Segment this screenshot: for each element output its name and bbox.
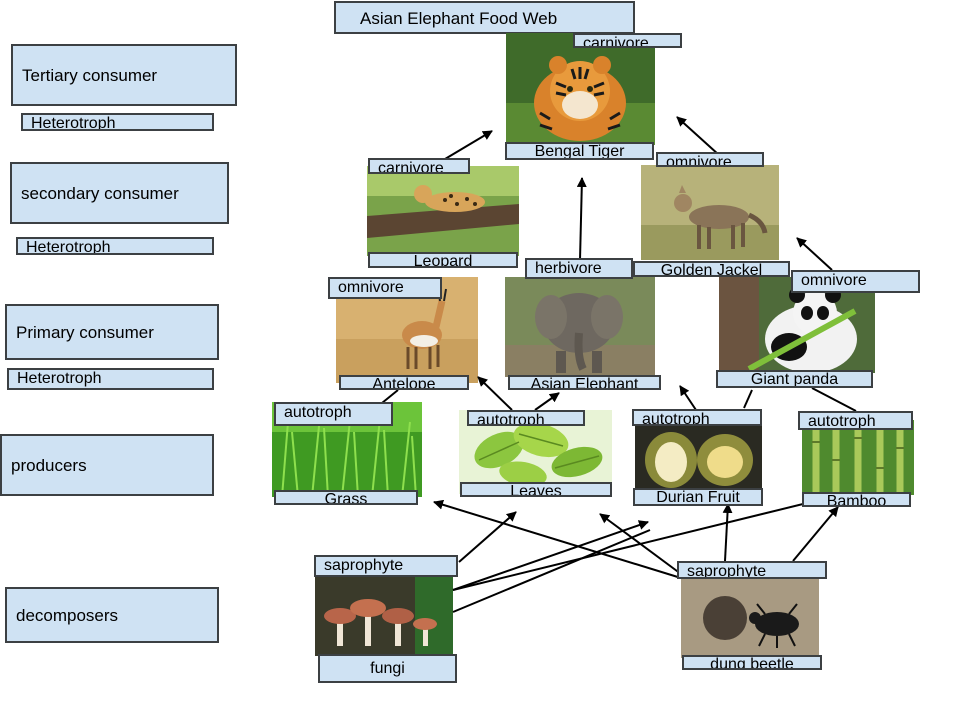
arrow-leaves-to-elephant xyxy=(534,392,560,411)
line-fungi-right xyxy=(452,529,651,613)
arrow-leopard-to-tiger xyxy=(439,130,493,163)
level-tag-primary: Heterotroph xyxy=(7,368,214,390)
arrow-jackal-to-tiger xyxy=(676,116,720,156)
organism-name-antelope: Antelope xyxy=(339,375,469,390)
organism-name-durian: Durian Fruit xyxy=(633,488,763,506)
page-title: Asian Elephant Food Web xyxy=(334,1,635,34)
panda-icon xyxy=(719,277,875,373)
organism-name-panda: Giant panda xyxy=(716,370,873,388)
organism-name-jackal: Golden Jackel xyxy=(633,261,790,277)
role-tag-elephant: herbivore xyxy=(525,258,633,279)
organism-name-elephant: Asian Elephant xyxy=(508,375,661,390)
arrow-beetle-to-leaves xyxy=(599,513,682,575)
organism-name-grass: Grass xyxy=(274,490,418,505)
level-label-secondary: secondary consumer xyxy=(10,162,229,224)
role-tag-fungi: saprophyte xyxy=(314,555,458,577)
role-tag-leaves: autotroph xyxy=(467,410,585,426)
tiger-icon xyxy=(506,33,655,145)
level-tag-tertiary: Heterotroph xyxy=(21,113,214,131)
arrow-leaves-to-antelope xyxy=(477,376,513,411)
mushroom-icon xyxy=(315,576,453,656)
arrow-beetle-to-grass xyxy=(433,499,682,579)
arrow-beetle-to-durian xyxy=(722,503,733,562)
organism-name-leaves: Leaves xyxy=(460,482,612,497)
organism-name-beetle: dung beetle xyxy=(682,655,822,670)
beetle-icon xyxy=(681,578,819,658)
line-grass-antelope xyxy=(381,389,399,404)
role-tag-antelope: omnivore xyxy=(328,277,442,299)
jackal-icon xyxy=(641,165,779,260)
arrow-fungi-to-leaves xyxy=(458,511,517,563)
arrow-durian-to-panda xyxy=(679,385,697,411)
line-durian-panda xyxy=(743,389,753,409)
bamboo-icon xyxy=(802,420,914,495)
line-fungi-bamboo xyxy=(452,503,804,591)
role-tag-leopard: carnivore xyxy=(368,158,470,174)
organism-name-leopard: Leopard xyxy=(368,252,518,268)
arrow-elephant-to-tiger xyxy=(576,177,587,261)
role-tag-grass: autotroph xyxy=(274,402,393,426)
role-tag-tiger: carnivore xyxy=(573,33,682,48)
elephant-icon xyxy=(505,277,655,377)
organism-name-bamboo: Bamboo xyxy=(802,492,911,507)
role-tag-panda: omnivore xyxy=(791,270,920,293)
organism-name-fungi: fungi xyxy=(318,654,457,683)
arrow-fungi-to-durian xyxy=(452,520,649,591)
role-tag-durian: autotroph xyxy=(632,409,762,426)
level-label-decomposers: decomposers xyxy=(5,587,219,643)
role-tag-bamboo: autotroph xyxy=(798,411,913,430)
level-label-tertiary: Tertiary consumer xyxy=(11,44,237,106)
organism-name-tiger: Bengal Tiger xyxy=(505,142,654,160)
arrow-panda-to-jackal xyxy=(796,237,833,271)
level-tag-secondary: Heterotroph xyxy=(16,237,214,255)
level-label-producers: producers xyxy=(0,434,214,496)
arrow-beetle-to-bamboo xyxy=(792,506,839,562)
durian-icon xyxy=(635,420,762,495)
role-tag-beetle: saprophyte xyxy=(677,561,827,579)
level-label-primary: Primary consumer xyxy=(5,304,219,360)
line-bamboo-panda xyxy=(811,387,857,412)
role-tag-jackal: omnivore xyxy=(656,152,764,167)
